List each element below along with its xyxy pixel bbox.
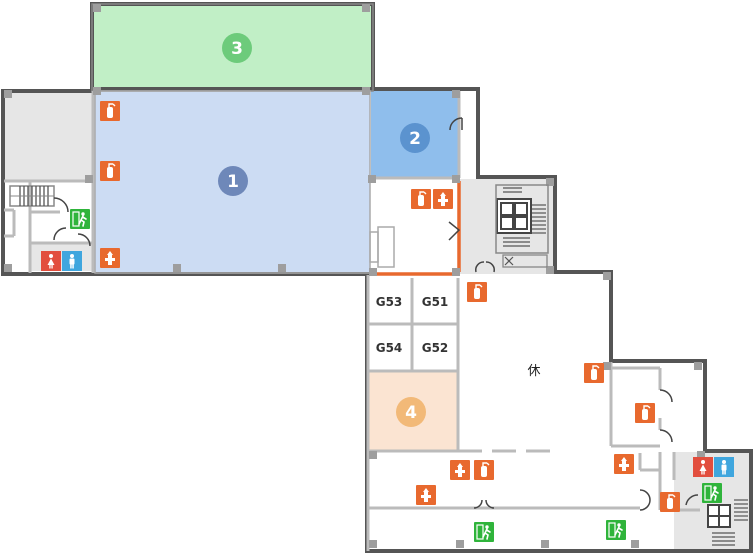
stairs-icon-right xyxy=(712,499,748,546)
inner-walls xyxy=(4,91,700,551)
room-fixtures xyxy=(369,226,395,268)
stairs-icon-center xyxy=(495,184,549,268)
zone-3-badge[interactable] xyxy=(222,33,252,63)
service-area-left xyxy=(4,93,93,181)
zone-2-badge[interactable] xyxy=(400,123,430,153)
zone-1-label: 1 xyxy=(227,172,239,192)
elevator-icon-right xyxy=(707,504,731,528)
rest-area-label[interactable]: 休 xyxy=(527,364,540,379)
zone-2-label: 2 xyxy=(409,129,421,149)
zone-1-badge[interactable] xyxy=(218,166,248,196)
room-g51-label[interactable]: G51 xyxy=(422,295,449,309)
fire-shutter-lines xyxy=(375,181,461,276)
room-g52-label[interactable]: G52 xyxy=(422,341,449,355)
zone-3-label: 3 xyxy=(231,39,243,59)
elevator-icon xyxy=(496,198,532,234)
stairs-icon xyxy=(9,185,55,207)
room-g53-label[interactable]: G53 xyxy=(376,295,403,309)
doors xyxy=(53,117,699,511)
zone-4-badge[interactable] xyxy=(396,397,426,427)
service-area-left-lower xyxy=(30,243,93,271)
room-g54-label[interactable]: G54 xyxy=(376,341,403,355)
zone-4-label: 4 xyxy=(405,403,417,423)
